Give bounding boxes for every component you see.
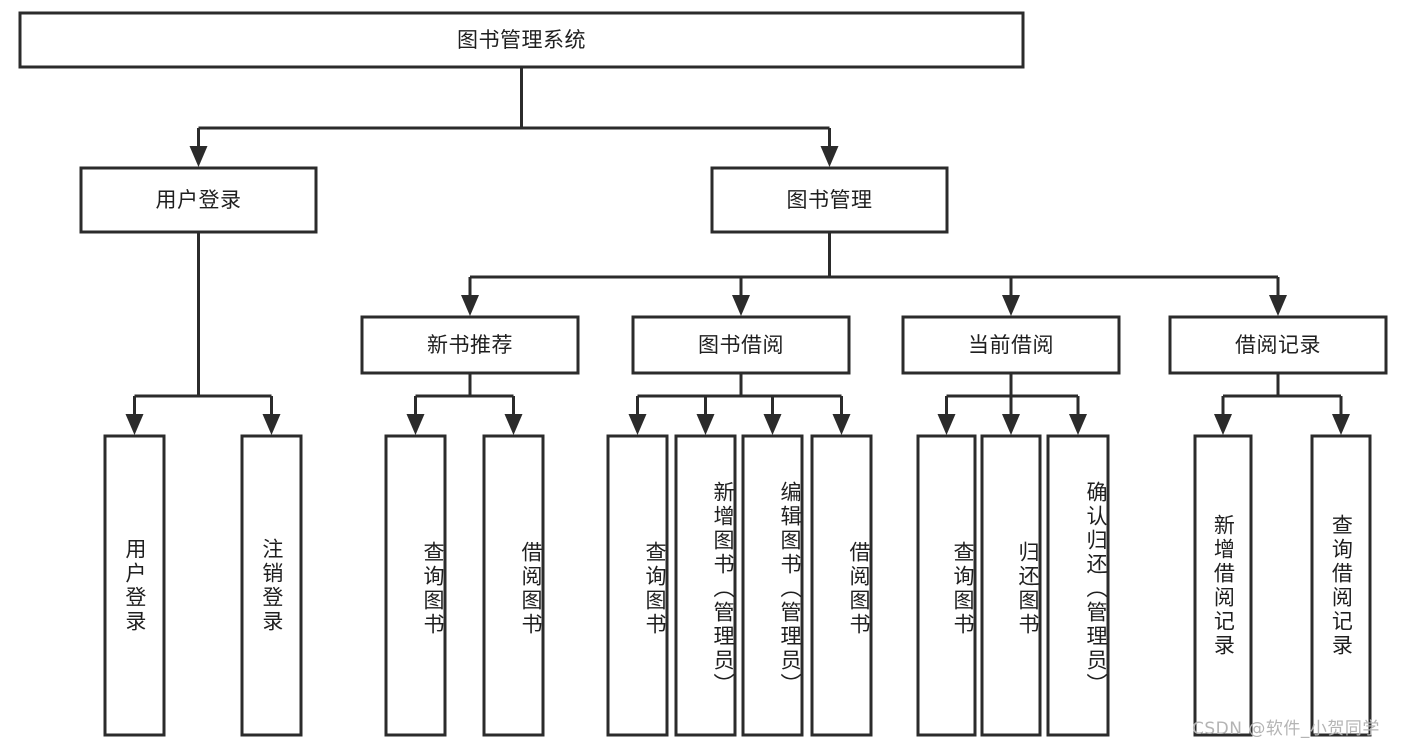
node-box-leaf-edit-book[interactable] <box>741 434 804 737</box>
node-box-leaf-add-record[interactable] <box>1193 434 1253 737</box>
arrow-head-icon <box>732 295 750 316</box>
arrow-head-icon <box>461 295 479 316</box>
node-box-new-book-rec[interactable] <box>360 315 580 375</box>
arrow-head-icon <box>763 414 782 435</box>
edge-group-book-borrow <box>628 373 851 435</box>
node-box-current-borrow[interactable] <box>901 315 1121 375</box>
node-box-user-login[interactable] <box>79 166 318 234</box>
node-box-leaf-borrow-book-1[interactable] <box>482 434 545 737</box>
arrow-head-icon <box>628 414 647 435</box>
arrow-head-icon <box>504 414 523 435</box>
edge-group-borrow-record <box>1214 373 1350 435</box>
node-box-leaf-query-book-2[interactable] <box>606 434 669 737</box>
edge-group-root <box>189 67 839 167</box>
node-box-book-borrow[interactable] <box>631 315 851 375</box>
node-box-root[interactable] <box>18 11 1025 69</box>
arrow-head-icon <box>189 146 208 167</box>
arrow-head-icon <box>820 146 839 167</box>
arrow-head-icon <box>696 414 715 435</box>
arrow-head-icon <box>1069 414 1087 435</box>
node-box-leaf-user-logout[interactable] <box>240 434 303 737</box>
node-box-leaf-query-book-3[interactable] <box>916 434 977 737</box>
node-box-leaf-query-record[interactable] <box>1310 434 1372 737</box>
arrow-head-icon <box>832 414 851 435</box>
arrow-head-icon <box>1002 295 1020 316</box>
node-box-leaf-user-login[interactable] <box>103 434 166 737</box>
node-box-leaf-borrow-book-2[interactable] <box>810 434 873 737</box>
arrow-head-icon <box>1332 414 1350 435</box>
node-box-leaf-add-book[interactable] <box>674 434 737 737</box>
arrow-head-icon <box>125 414 144 435</box>
arrow-head-icon <box>1269 295 1287 316</box>
arrow-head-icon <box>262 414 281 435</box>
arrow-head-icon <box>937 414 956 435</box>
edge-group-user-login <box>125 232 281 435</box>
arrow-head-icon <box>1214 414 1232 435</box>
node-box-borrow-record[interactable] <box>1168 315 1388 375</box>
edge-group-current-borrow <box>937 373 1087 435</box>
node-box-leaf-query-book-1[interactable] <box>384 434 447 737</box>
edge-group-book-manage <box>461 232 1287 316</box>
watermark-text: CSDN @软件_小贺同学 <box>1192 719 1380 739</box>
arrow-head-icon <box>406 414 425 435</box>
node-box-leaf-return-book[interactable] <box>980 434 1042 737</box>
edge-group-new-book-rec <box>406 373 523 435</box>
arrow-head-icon <box>1002 414 1020 435</box>
node-box-book-manage[interactable] <box>710 166 949 234</box>
node-box-leaf-confirm-return[interactable] <box>1046 434 1110 737</box>
